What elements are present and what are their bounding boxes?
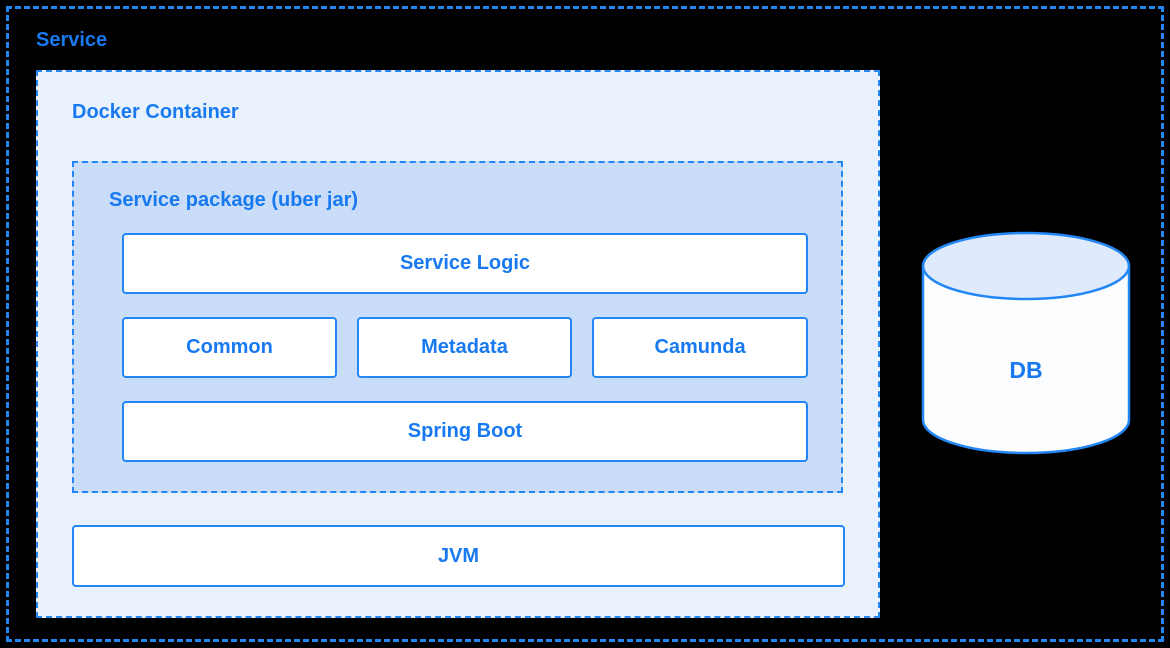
db-cylinder-top — [921, 231, 1131, 301]
metadata-label: Metadata — [421, 336, 508, 358]
db-label: DB — [1009, 356, 1043, 383]
jvm-label: JVM — [437, 544, 480, 567]
spring-boot-box: Spring Boot — [122, 401, 808, 462]
jvm-box: JVM — [72, 525, 845, 587]
db-cylinder: DB — [921, 230, 1131, 458]
common-label: Common — [186, 336, 273, 358]
spring-boot-label: Spring Boot — [407, 420, 523, 442]
service-logic-label: Service Logic — [399, 252, 531, 274]
camunda-box: Camunda — [592, 317, 808, 378]
service-package-box: Service package (uber jar) Service Logic… — [72, 161, 843, 493]
metadata-box: Metadata — [357, 317, 572, 378]
docker-container-label: Docker Container — [72, 101, 239, 123]
service-logic-box: Service Logic — [122, 233, 808, 294]
docker-container-box: Docker Container Service package (uber j… — [36, 70, 880, 618]
common-box: Common — [122, 317, 337, 378]
service-boundary — [6, 6, 1164, 642]
database-icon — [921, 231, 1131, 455]
db-cylinder-body — [921, 266, 1131, 455]
service-label: Service — [36, 29, 108, 51]
service-package-label: Service package (uber jar) — [109, 189, 359, 211]
camunda-label: Camunda — [654, 336, 746, 358]
